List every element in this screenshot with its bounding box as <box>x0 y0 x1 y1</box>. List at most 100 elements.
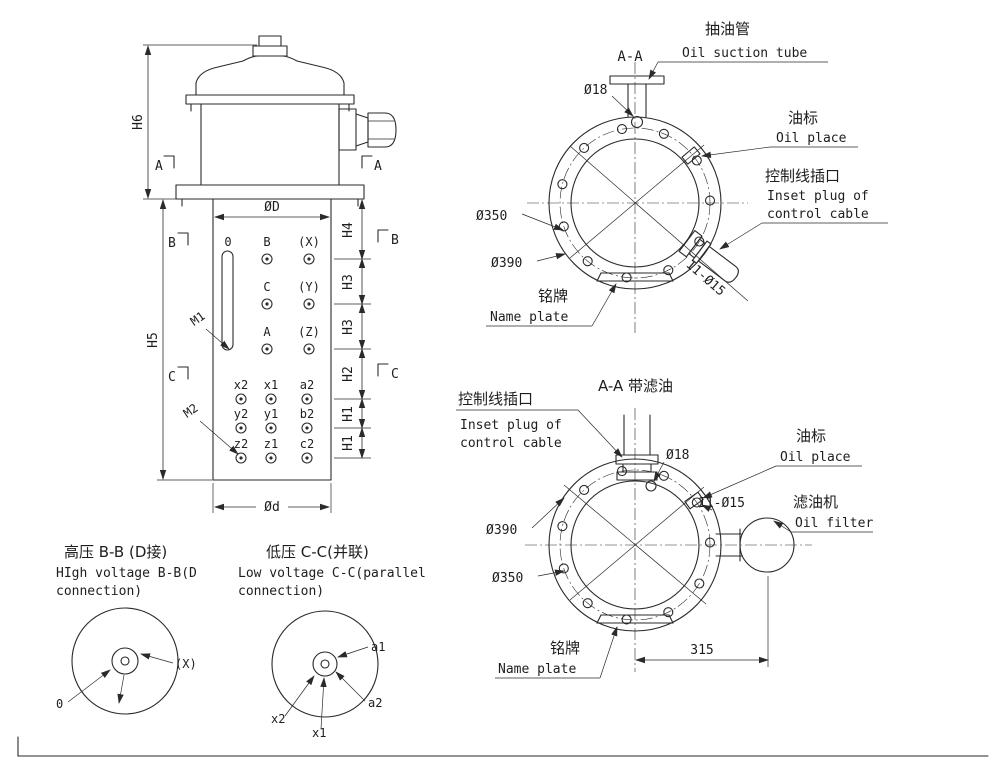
terminal-b2-label: b2 <box>300 407 314 421</box>
dim-d390-label: Ø390 <box>491 256 522 271</box>
oil-suction-tube-label-en: Oil suction tube <box>682 46 807 61</box>
detail-cc-title-cn: 低压 C-C(并联) <box>266 543 369 561</box>
terminal-b-label: B <box>263 235 270 249</box>
callout-control-cable: 控制线插口 Inset plug of control cable <box>456 390 623 458</box>
detail-bb-0-label: 0 <box>56 697 63 711</box>
callout-oil-filter: 滤油机 Oil filter <box>773 493 873 533</box>
top-flange <box>185 94 355 105</box>
section-aa-filter-view: A-A 带滤油 控制线插口 Inset plug of control cabl… <box>456 377 873 679</box>
oil-gauge-mark <box>684 491 704 510</box>
section-a-left: A <box>155 159 163 174</box>
dim-d18-label: Ø18 <box>666 448 689 463</box>
terminal-y1-label: y1 <box>264 407 278 421</box>
terminal-y2-label: y2 <box>234 407 248 421</box>
oil-place-label-en: Oil place <box>780 450 851 465</box>
terminal-x-label: (X) <box>298 235 320 249</box>
callout-d350: Ø350 <box>476 209 564 231</box>
dim-bolt-holes-label: 11-Ø15 <box>698 496 745 511</box>
control-cable-label-en2: control cable <box>767 207 869 222</box>
section-a-right: A <box>374 159 382 174</box>
terminal-slot-m1 <box>221 250 234 351</box>
dome-cover <box>195 55 345 96</box>
terminal-a-label: A <box>263 325 271 339</box>
name-plate-label-en: Name plate <box>490 310 568 325</box>
callout-bolt-holes: 11-Ø15 <box>698 496 745 512</box>
dim-h3a-label: H3 <box>341 274 356 290</box>
oil-place-label-en: Oil place <box>776 131 847 146</box>
section-b-left: B <box>168 236 176 251</box>
detail-bb-x-label: (X) <box>175 657 197 671</box>
callout-d18: Ø18 <box>584 83 634 117</box>
dim-h2-label: H2 <box>341 366 356 382</box>
dim-315-label: 315 <box>690 643 713 658</box>
detail-bb-title-en2: connection) <box>56 584 142 599</box>
drawing-frame <box>17 736 989 757</box>
tank-body <box>212 198 332 481</box>
lower-flange <box>175 184 365 200</box>
terminal-x1-label: x1 <box>264 378 278 392</box>
control-cable-label-cn: 控制线插口 <box>765 167 840 185</box>
dim-d18-label: Ø18 <box>584 83 607 98</box>
side-bushing <box>338 108 397 151</box>
name-plate-mark <box>596 272 674 282</box>
terminal-z-label: (Z) <box>298 325 320 339</box>
callout-d18: Ø18 <box>653 448 689 482</box>
control-cable-label-en1: Inset plug of <box>460 418 562 433</box>
terminal-x2-label: x2 <box>234 378 248 392</box>
detail-bb-title-en1: HIgh voltage B-B(D <box>56 566 197 581</box>
suction-tube-with-plug <box>615 414 659 492</box>
callout-name-plate: 铭牌 Name plate <box>495 626 618 679</box>
detail-cc-a2-label: a2 <box>368 696 382 710</box>
section-marks: A A B B C C <box>155 155 399 385</box>
oil-place-label-cn: 油标 <box>788 109 818 127</box>
dim-h6-label: H6 <box>131 114 146 130</box>
detail-cc-a1-label: a1 <box>371 640 385 654</box>
callout-control-cable: 控制线插口 Inset plug of control cable <box>719 167 888 250</box>
terminal-y-label: (Y) <box>298 280 320 294</box>
dim-d390-label: Ø390 <box>486 523 517 538</box>
section-c-left: C <box>168 370 176 385</box>
dim-d350-label: Ø350 <box>476 209 507 224</box>
oil-gauge-mark <box>681 146 701 165</box>
section-c-right: C <box>391 367 399 382</box>
detail-cc-title-en1: Low voltage C-C(parallel <box>238 566 426 581</box>
name-plate-label-en: Name plate <box>498 662 576 677</box>
callout-d390: Ø390 <box>491 253 566 271</box>
callout-oil-place: 油标 Oil place <box>702 427 862 499</box>
m2-label: M2 <box>181 401 201 421</box>
name-plate-label-cn: 铭牌 <box>538 287 568 305</box>
dim-h1a-label: H1 <box>341 406 356 422</box>
m1-label: M1 <box>188 309 208 329</box>
dim-od-label: ØD <box>264 200 280 215</box>
terminal-z1-label: z1 <box>264 437 278 451</box>
terminal-c2-label: c2 <box>300 437 314 451</box>
callout-d350: Ø350 <box>492 569 565 586</box>
name-plate-mark <box>596 614 674 624</box>
oil-filter-unit <box>715 517 795 573</box>
detail-bb-view: 高压 B-B (D接) HIgh voltage B-B(D connectio… <box>56 543 197 715</box>
dim-315: 315 <box>635 576 769 667</box>
detail-cc-title-en2: connection) <box>238 584 324 599</box>
front-view: 0 B (X) C (Y) A (Z) x2 x1 a2 y2 y1 b2 z2… <box>131 35 399 515</box>
oil-place-label-cn: 油标 <box>796 427 826 445</box>
control-cable-label-en2: control cable <box>460 436 562 451</box>
section-aa-view: A-A 抽油管 Oil suction tube Ø18 油标 Oil plac… <box>476 20 888 333</box>
dim-od-small-label: Ød <box>264 500 280 515</box>
control-cable-label-en1: Inset plug of <box>767 189 869 204</box>
dim-h4-label: H4 <box>341 222 356 238</box>
terminal-a2-label: a2 <box>300 378 314 392</box>
callout-d390: Ø390 <box>486 497 565 538</box>
terminal-0-label: 0 <box>224 235 231 249</box>
name-plate-label-cn: 铭牌 <box>550 639 580 657</box>
terminal-studs <box>235 253 315 464</box>
section-aa-title: A-A <box>617 49 643 65</box>
dim-d350-label: Ø350 <box>492 571 523 586</box>
callout-oil-suction-tube: 抽油管 Oil suction tube <box>648 20 828 80</box>
detail-bb-title-cn: 高压 B-B (D接) <box>64 543 167 561</box>
oil-filter-label-cn: 滤油机 <box>793 493 838 511</box>
control-cable-plug <box>678 230 739 283</box>
oil-filter-label-en: Oil filter <box>795 516 873 531</box>
dim-h1b-label: H1 <box>341 435 356 451</box>
